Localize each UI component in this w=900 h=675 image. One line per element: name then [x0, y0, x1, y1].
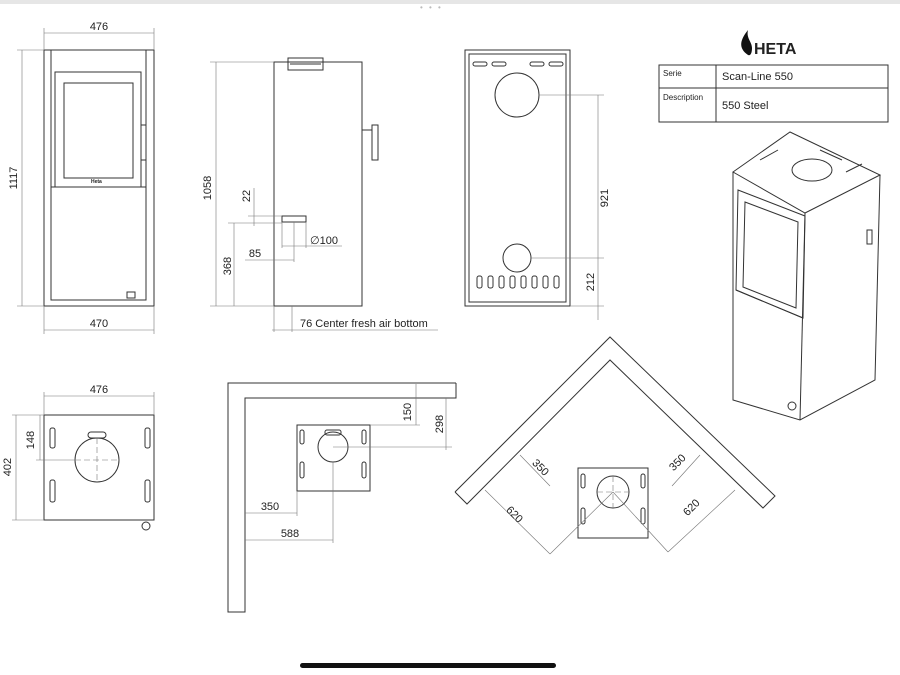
dim-side-height: 1058: [202, 176, 214, 200]
dim-150: 150: [402, 403, 414, 421]
description-value: 550 Steel: [722, 100, 768, 112]
home-indicator[interactable]: [300, 663, 556, 668]
dim-85: 85: [249, 248, 261, 260]
dim-22: 22: [241, 190, 253, 202]
top-view: 476 148 402: [2, 384, 155, 531]
dim-corner-620-right: 620: [681, 497, 702, 518]
back-view: 921 212: [464, 49, 611, 320]
dim-368: 368: [222, 257, 234, 275]
side-view: 1058 22 368 85 ∅100 76 Center fresh air …: [202, 57, 438, 332]
dim-top-width: 476: [90, 384, 108, 396]
viewer-handle[interactable]: • • •: [420, 3, 443, 12]
brand-logo: HETA: [754, 41, 797, 58]
description-label: Description: [663, 93, 703, 102]
dim-350: 350: [261, 501, 279, 513]
viewer-top-bar: • • •: [0, 0, 900, 12]
corner-installation-view: 350 350 620 620: [454, 336, 776, 555]
serie-label: Serie: [663, 69, 682, 78]
dim-corner-620-left: 620: [503, 504, 524, 525]
dim-corner-350-left: 350: [529, 457, 550, 478]
dim-588: 588: [281, 528, 299, 540]
dim-front-width-bottom: 470: [90, 318, 108, 330]
dim-front-height: 1117: [8, 167, 20, 190]
svg-text:Heta: Heta: [91, 179, 102, 185]
serie-value: Scan-Line 550: [722, 71, 793, 83]
front-view: Heta 476 1117 470: [8, 21, 155, 334]
dim-corner-350-right: 350: [667, 452, 688, 473]
isometric-view: [732, 131, 882, 421]
dim-212: 212: [585, 273, 597, 291]
dim-921: 921: [599, 189, 611, 207]
dim-402: 402: [2, 458, 14, 476]
dim-298: 298: [434, 415, 446, 433]
dim-diameter-100: ∅100: [310, 235, 338, 247]
fresh-air-note: 76 Center fresh air bottom: [300, 318, 428, 330]
dim-front-width-top: 476: [90, 21, 108, 33]
heta-flame-logo-icon: [741, 30, 752, 56]
dim-148: 148: [25, 431, 37, 449]
wall-installation-view: 150 298 350 588: [227, 382, 457, 613]
title-block: HETA Serie Scan-Line 550 Description 550…: [658, 30, 889, 123]
